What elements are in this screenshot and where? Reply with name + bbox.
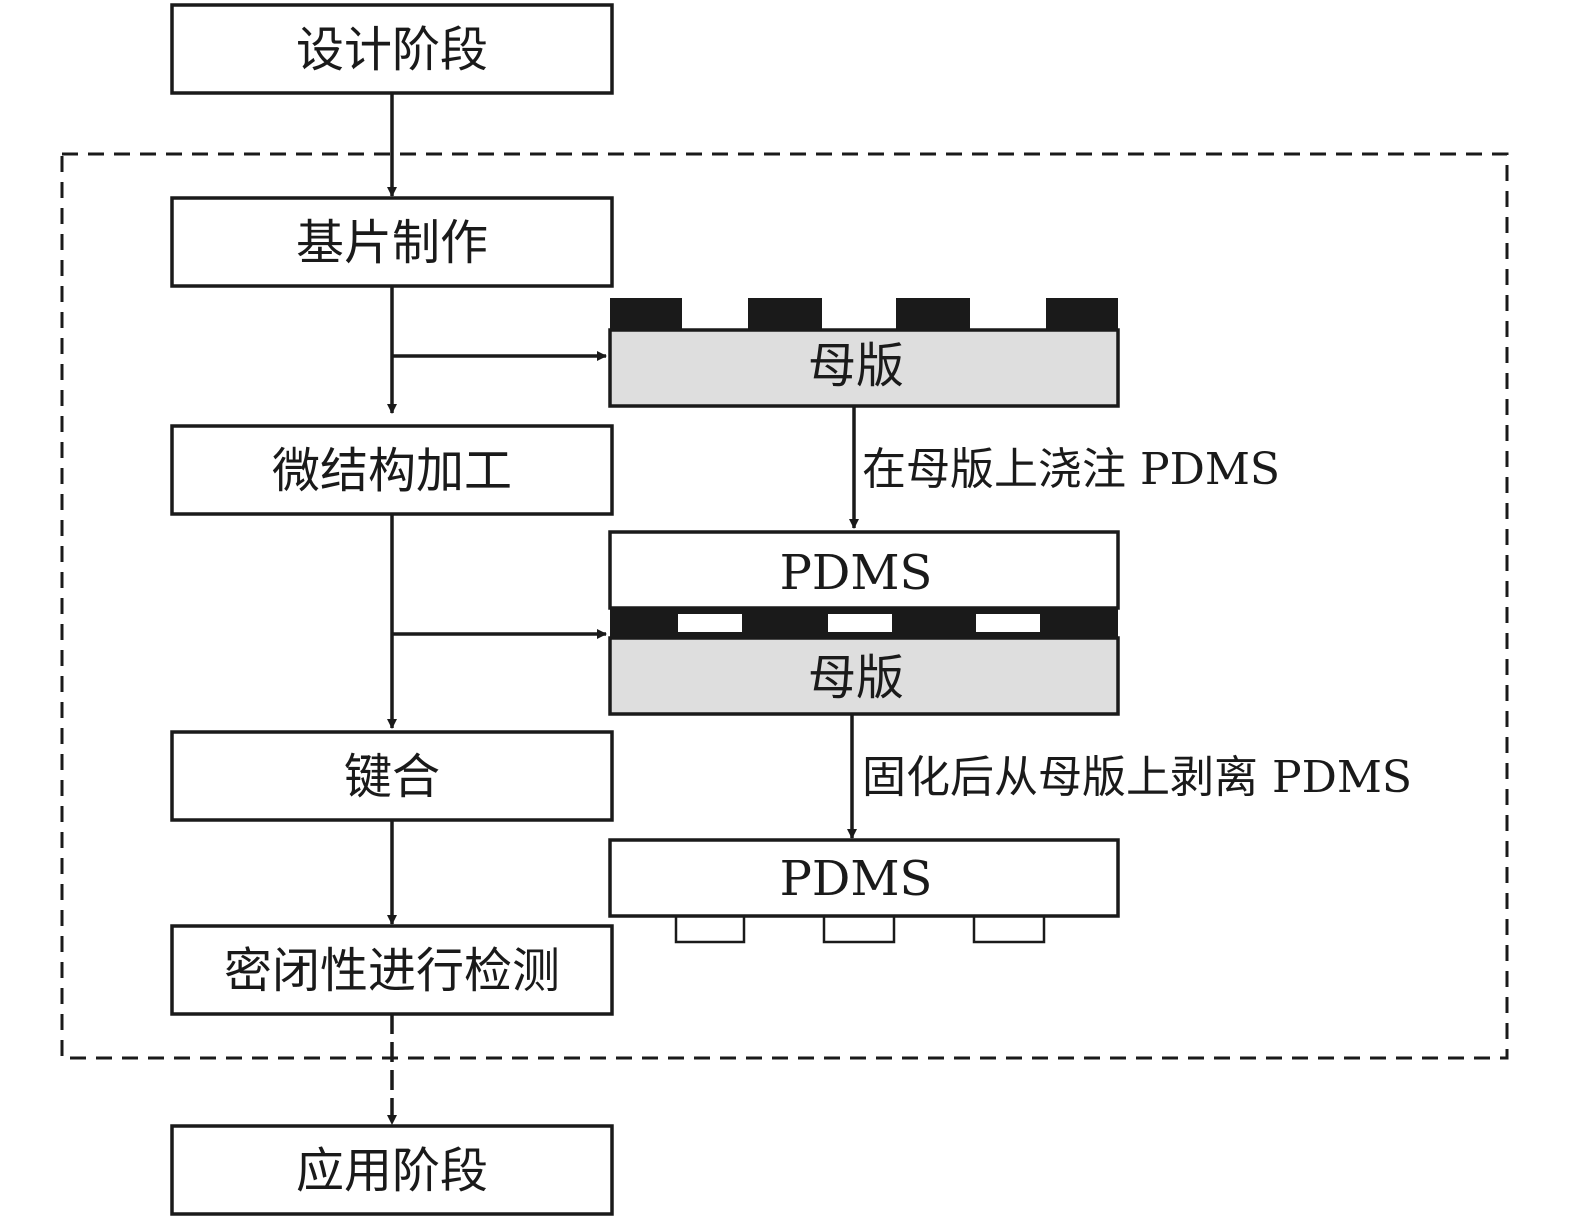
step-application: 应用阶段 bbox=[170, 1124, 614, 1216]
step-micro: 微结构加工 bbox=[170, 424, 614, 516]
peel-pdms-note: 固化后从母版上剥离 PDMS bbox=[862, 752, 1412, 803]
pdms-protrusion bbox=[822, 914, 896, 944]
mold-label-2: 母版 bbox=[808, 650, 904, 706]
pdms-on-mold: PDMS 母版 bbox=[608, 530, 1120, 716]
step-micro-label: 微结构加工 bbox=[272, 443, 512, 499]
step-bonding-label: 键合 bbox=[344, 749, 440, 805]
pdms-channel-gap bbox=[976, 614, 1040, 632]
step-application-label: 应用阶段 bbox=[296, 1143, 488, 1199]
mold-feature bbox=[1046, 298, 1118, 330]
mold-feature bbox=[896, 298, 970, 330]
pour-pdms-note: 在母版上浇注 PDMS bbox=[862, 444, 1280, 495]
step-substrate-label: 基片制作 bbox=[296, 215, 488, 271]
mold-label: 母版 bbox=[808, 338, 904, 394]
mold-feature bbox=[748, 298, 822, 330]
mold-with-features: 母版 bbox=[608, 298, 1120, 408]
step-leak-test: 密闭性进行检测 bbox=[170, 924, 614, 1016]
step-design-label: 设计阶段 bbox=[296, 22, 488, 78]
step-substrate: 基片制作 bbox=[170, 196, 614, 288]
step-leak-test-label: 密闭性进行检测 bbox=[224, 943, 560, 999]
pdms-layer-label: PDMS bbox=[780, 545, 933, 601]
step-design: 设计阶段 bbox=[170, 3, 614, 95]
pdms-channel-gap bbox=[828, 614, 892, 632]
pdms-protrusion bbox=[674, 914, 746, 944]
peeled-pdms: PDMS bbox=[608, 838, 1120, 944]
step-bonding: 键合 bbox=[170, 730, 614, 822]
pdms-layer-label-2: PDMS bbox=[780, 851, 933, 907]
fabrication-region-boundary bbox=[60, 152, 1509, 1060]
pdms-channel-gap bbox=[678, 614, 742, 632]
pdms-protrusion bbox=[972, 914, 1046, 944]
mold-feature bbox=[610, 298, 682, 330]
